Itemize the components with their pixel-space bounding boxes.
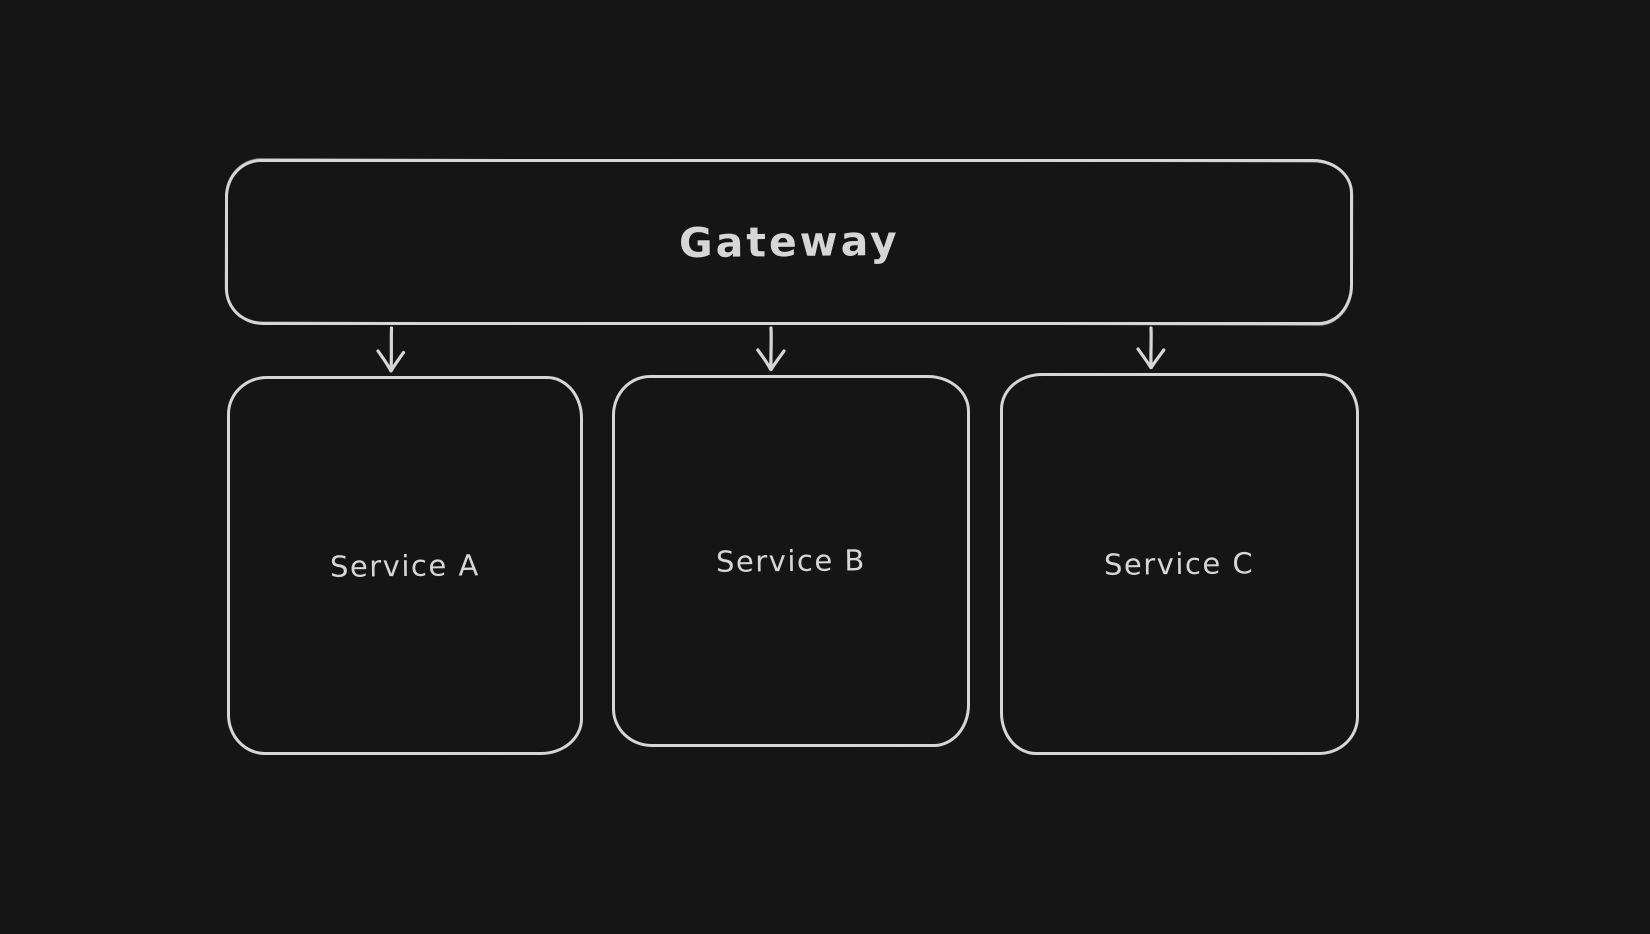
arrow-gateway-to-service-c[interactable] <box>1136 326 1166 370</box>
arrow-gateway-to-service-b[interactable] <box>756 326 786 372</box>
arrow-gateway-to-service-a[interactable] <box>376 326 406 373</box>
node-gateway[interactable]: Gateway <box>225 159 1353 325</box>
node-service-c[interactable]: Service C <box>1000 373 1359 755</box>
node-service-a[interactable]: Service A <box>227 376 583 755</box>
node-service-b[interactable]: Service B <box>612 375 970 747</box>
